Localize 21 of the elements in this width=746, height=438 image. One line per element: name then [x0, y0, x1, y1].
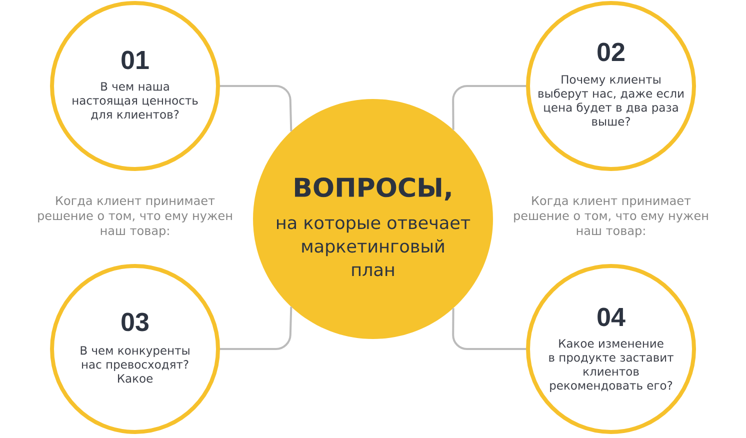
- step-number: 04: [598, 308, 626, 326]
- note-text: Когда клиент принимает решение о том, что ему нужен наш товар:: [38, 196, 232, 238]
- heading: ВОПРОСЫ,: [295, 178, 451, 200]
- note-text: Когда клиент принимает решение о том, что ему нужен наш товар:: [514, 196, 708, 238]
- step-number: 02: [598, 42, 624, 62]
- question-circle: [526, 1, 696, 171]
- question-circle: [50, 1, 220, 171]
- question-text: В чем конкуренты нас превосходят? Какое: [80, 346, 190, 383]
- subheading: на которые отвечает маркетинговый план: [277, 219, 470, 276]
- question-text: Почему клиенты выберут нас, даже если цена будет в два раза выше?: [538, 75, 684, 126]
- connector-line: [452, 308, 526, 350]
- title-circle: [253, 99, 493, 339]
- step-number: 01: [122, 50, 149, 70]
- connector-line: [220, 85, 292, 132]
- question-text: В чем наша настоящая ценность для клиентов?: [72, 82, 198, 120]
- connector-line: [452, 85, 526, 130]
- question-circle: [526, 264, 696, 434]
- connector-line: [220, 306, 292, 350]
- question-text: Какое изменение в продукте заставит клиентов рекомендовать его?: [549, 339, 674, 392]
- step-number: 03: [122, 312, 149, 332]
- question-circle: [50, 264, 220, 434]
